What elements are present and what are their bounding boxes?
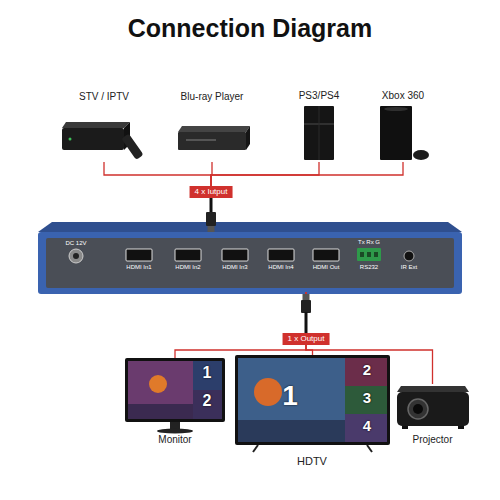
tv-leg bbox=[367, 445, 372, 452]
connection-wire bbox=[211, 162, 403, 232]
hdmi-cable bbox=[305, 312, 308, 334]
screen-pane bbox=[345, 414, 387, 442]
settop-top bbox=[62, 122, 130, 128]
disc-slot bbox=[186, 139, 216, 141]
screen-number: 1 bbox=[197, 364, 217, 382]
terminal-screw bbox=[374, 252, 378, 257]
screen-pane bbox=[193, 361, 222, 390]
monitor-frame bbox=[125, 358, 225, 422]
hdmi-port bbox=[126, 249, 152, 261]
screen-pane bbox=[193, 390, 222, 419]
dc-jack-pin bbox=[73, 253, 79, 259]
bluray-side bbox=[246, 126, 250, 150]
port-label: HDMI Out bbox=[306, 264, 346, 271]
source-device: Blu-ray Player bbox=[176, 126, 248, 162]
hdmi-port bbox=[222, 249, 248, 261]
screen-image bbox=[254, 378, 282, 406]
tv-screen bbox=[238, 358, 345, 442]
rs232-terminal bbox=[357, 248, 381, 261]
screen-pane bbox=[345, 358, 387, 386]
port-label: HDMI In3 bbox=[215, 264, 255, 271]
projector-foot bbox=[458, 426, 464, 429]
display-device: 12Monitor bbox=[125, 358, 225, 422]
dc-jack bbox=[69, 249, 83, 263]
projector-lens bbox=[408, 399, 428, 419]
projector-foot bbox=[402, 426, 408, 429]
device-label: STV / IPTV bbox=[48, 91, 160, 102]
screen-image bbox=[128, 404, 193, 419]
port-label: RS232 bbox=[349, 264, 389, 271]
connection-wire bbox=[175, 292, 306, 358]
cable-label: 4 x Iutput bbox=[190, 186, 233, 198]
screen-number: 3 bbox=[357, 390, 377, 407]
port-label: DC 12V bbox=[56, 240, 96, 247]
device-label: Monitor bbox=[135, 434, 215, 445]
screen-image bbox=[238, 420, 345, 442]
screen-pane bbox=[345, 386, 387, 414]
monitor-base bbox=[157, 429, 193, 434]
port-label: HDMI In1 bbox=[119, 264, 159, 271]
tv-leg bbox=[253, 445, 258, 452]
terminal-screw bbox=[367, 252, 371, 257]
ps4-console bbox=[304, 106, 334, 160]
port-label: HDMI In4 bbox=[261, 264, 301, 271]
xbox-controller bbox=[413, 150, 429, 160]
hdmi-plug bbox=[301, 300, 311, 313]
xbox-vent bbox=[384, 107, 408, 111]
source-device: Xbox 360 bbox=[376, 104, 430, 162]
diagram-title: Connection Diagram bbox=[0, 13, 500, 43]
hdmi-plug-tip bbox=[303, 294, 310, 300]
hdmi-port bbox=[268, 249, 294, 261]
terminal-screw bbox=[360, 252, 364, 257]
screen-number: 1 bbox=[275, 381, 305, 412]
screen-image bbox=[149, 375, 167, 393]
tv-frame bbox=[235, 355, 390, 445]
screen-number: 2 bbox=[357, 362, 377, 379]
hdmi-port bbox=[175, 249, 201, 261]
settop-led bbox=[69, 138, 72, 141]
ps4-ridge bbox=[319, 106, 320, 160]
port-label: HDMI In2 bbox=[168, 264, 208, 271]
hdmi-plug bbox=[206, 212, 216, 226]
hdmi-plug-tip bbox=[208, 226, 215, 232]
device-label: HDTV bbox=[272, 455, 352, 467]
hdmi-port bbox=[313, 249, 339, 261]
switcher-top bbox=[38, 222, 462, 232]
xbox-console bbox=[380, 106, 412, 160]
screen-number: 4 bbox=[357, 418, 377, 435]
device-label: Xbox 360 bbox=[363, 90, 443, 101]
source-device: PS3/PS4 bbox=[300, 104, 338, 162]
port-label: IR Ext bbox=[389, 264, 429, 271]
bluray-top bbox=[178, 126, 250, 132]
bluray-player bbox=[178, 132, 246, 150]
pin-label: Tx Rx G bbox=[349, 239, 389, 246]
projector-body bbox=[397, 392, 469, 426]
hdmi-cable bbox=[210, 197, 213, 213]
settop-box bbox=[62, 128, 124, 150]
projector-top bbox=[397, 386, 469, 392]
switcher-panel bbox=[46, 238, 454, 288]
device-label: PS3/PS4 bbox=[279, 90, 359, 101]
remote-control bbox=[121, 133, 143, 159]
device-label: Projector bbox=[390, 434, 475, 445]
display-device: Projector bbox=[395, 384, 470, 430]
ir-jack bbox=[404, 251, 414, 261]
monitor-screen bbox=[128, 361, 193, 419]
multiviewer-switch: DC 12V HDMI In1 HDMI In2 HDMI In3 HDMI In4 HD… bbox=[40, 232, 460, 292]
cable-label: 1 x Output bbox=[283, 333, 330, 345]
device-label: Blu-ray Player bbox=[162, 91, 262, 102]
source-device: STV / IPTV bbox=[58, 112, 150, 162]
screen-number: 2 bbox=[197, 392, 217, 410]
display-device: 1234HDTV bbox=[235, 355, 390, 445]
projector-lens-glass bbox=[413, 404, 423, 414]
switcher-body bbox=[38, 232, 462, 294]
